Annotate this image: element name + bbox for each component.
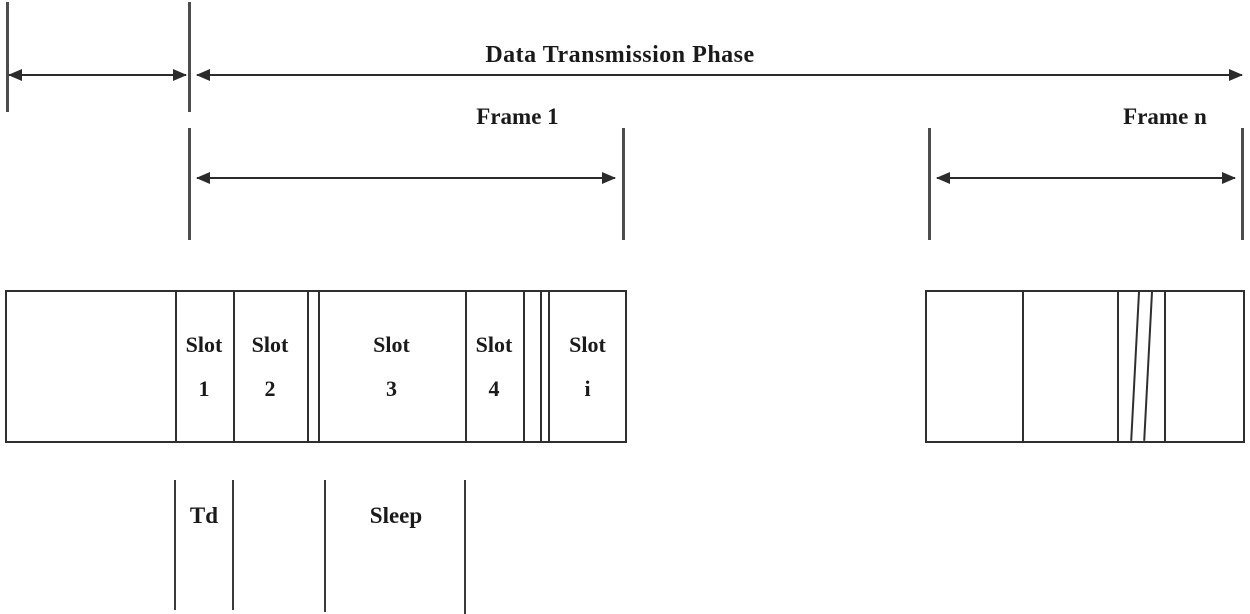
data-transmission-phase-arrow	[196, 69, 1243, 81]
slot-divider	[307, 292, 309, 441]
td-boundary-left	[174, 480, 176, 610]
td-boundary-right	[232, 480, 234, 610]
slot-3-label: Slot 3	[373, 331, 410, 401]
slot-divider	[548, 292, 550, 441]
slot-divider	[1117, 292, 1119, 441]
slot-divider	[1022, 292, 1024, 441]
slot-divider	[318, 292, 320, 441]
slot-4-label: Slot 4	[475, 331, 513, 401]
slot-i-label: Slot i	[569, 331, 606, 401]
slot-divider	[523, 292, 525, 441]
data-transmission-phase-label: Data Transmission Phase	[485, 42, 755, 68]
sleep-boundary-right	[464, 480, 466, 614]
frame-n-arrow	[936, 172, 1236, 184]
frame1-tick-left	[188, 128, 191, 240]
td-label: Td	[189, 503, 219, 528]
frame-n-timeline-rect	[925, 290, 1245, 443]
sleep-boundary-left	[324, 480, 326, 612]
frame-n-label: Frame n	[1123, 104, 1207, 129]
slot-divider	[465, 292, 467, 441]
slot-divider	[1143, 291, 1153, 441]
setup-phase-arrow	[8, 69, 187, 81]
frame-n-tick-left	[928, 128, 931, 240]
slot-divider	[233, 292, 235, 441]
slot-2-label: Slot 2	[251, 331, 289, 401]
phase-boundary-tick-left	[6, 2, 9, 112]
slot-divider	[540, 292, 542, 441]
frame1-arrow	[196, 172, 616, 184]
slot-divider	[175, 292, 177, 441]
frame1-tick-right	[622, 128, 625, 240]
sleep-label: Sleep	[369, 503, 423, 528]
slot-1-label: Slot 1	[185, 331, 223, 401]
frame-n-tick-right	[1241, 128, 1244, 240]
slot-divider	[1164, 292, 1166, 441]
frame1-timeline-rect: Slot 1 Slot 2 Slot 3 Slot 4 Slot i	[5, 290, 627, 443]
slot-divider	[1130, 291, 1140, 441]
phase-boundary-tick-mid	[188, 2, 191, 112]
frame1-label: Frame 1	[476, 104, 559, 129]
